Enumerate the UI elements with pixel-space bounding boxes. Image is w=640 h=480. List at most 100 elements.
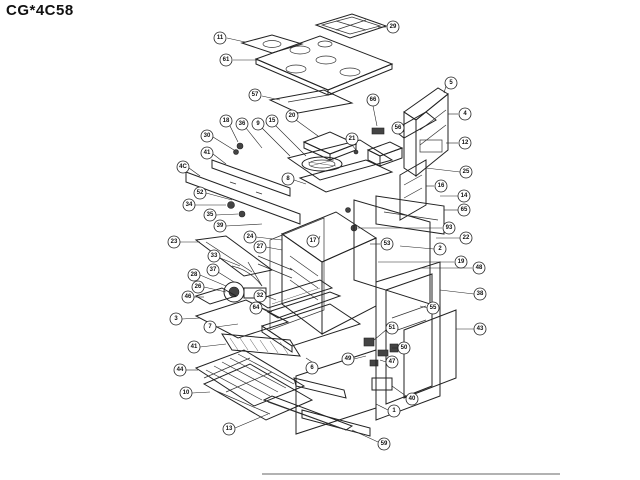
callout-23[interactable]: 23 (167, 235, 200, 249)
callout-36[interactable]: 36 (235, 117, 263, 149)
callout-9[interactable]: 9 (251, 117, 291, 157)
callout-8[interactable]: 8 (281, 172, 307, 186)
callout-53[interactable]: 53 (370, 237, 394, 251)
callout-label: 13 (226, 426, 233, 432)
callout-label: 65 (461, 207, 468, 213)
callout-5[interactable]: 5 (443, 76, 458, 94)
callout-label: 3 (174, 316, 178, 322)
broil-pan (194, 235, 274, 277)
backguard-assembly (393, 87, 449, 221)
callout-10[interactable]: 10 (179, 386, 211, 400)
callout-50[interactable]: 50 (392, 341, 411, 355)
callout-38[interactable]: 38 (439, 287, 487, 301)
callout-7[interactable]: 7 (203, 320, 239, 334)
callout-64[interactable]: 64 (249, 301, 273, 315)
callout-28[interactable]: 28 (187, 268, 227, 287)
kick-vent (221, 333, 301, 357)
callout-51[interactable]: 51 (373, 321, 399, 341)
callout-2[interactable]: 2 (399, 242, 447, 256)
callout-label: 7 (208, 324, 212, 330)
callout-label: 20 (289, 113, 296, 119)
callout-44[interactable]: 44 (173, 363, 198, 377)
callout-27[interactable]: 27 (253, 240, 283, 254)
callout-label: 44 (177, 367, 184, 373)
callout-label: 51 (389, 325, 396, 331)
callout-label: 15 (269, 118, 276, 124)
callout-49[interactable]: 49 (341, 352, 367, 366)
callout-label: 49 (345, 356, 352, 362)
callout-label: 25 (463, 169, 470, 175)
callout-label: 41 (191, 344, 198, 350)
callout-label: 27 (257, 244, 264, 250)
callout-16[interactable]: 16 (426, 179, 448, 193)
callout-14[interactable]: 14 (440, 189, 471, 203)
callout-label: 38 (477, 291, 484, 297)
callout-3[interactable]: 3 (169, 312, 201, 326)
callout-41-bottom[interactable]: 41 (187, 340, 227, 354)
callout-label: 2 (438, 246, 442, 252)
callout-label: 32 (257, 293, 264, 299)
callout-56[interactable]: 56 (391, 121, 405, 135)
callout-65[interactable]: 65 (444, 203, 471, 217)
callout-22[interactable]: 22 (436, 231, 473, 245)
callout-label: 29 (390, 24, 397, 30)
callout-43[interactable]: 43 (456, 322, 487, 336)
callout-26[interactable]: 26 (191, 280, 227, 294)
callout-57[interactable]: 57 (248, 88, 281, 102)
callout-35[interactable]: 35 (203, 208, 239, 222)
callout-33[interactable]: 33 (207, 249, 241, 267)
callout-40[interactable]: 40 (391, 385, 419, 406)
callout-12[interactable]: 12 (446, 136, 472, 150)
part-drawings (185, 13, 560, 475)
callout-66[interactable]: 66 (366, 93, 380, 127)
callout-label: 52 (197, 190, 204, 196)
callout-34[interactable]: 34 (182, 198, 226, 212)
callout-label: 56 (395, 125, 402, 131)
callout-93[interactable]: 93 (358, 221, 456, 235)
callout-label: 57 (252, 92, 259, 98)
callout-label: 64 (253, 305, 260, 311)
kick-bar (262, 395, 354, 431)
callout-46[interactable]: 46 (181, 290, 204, 304)
callout-label: 40 (409, 396, 416, 402)
callout-label: 30 (204, 133, 211, 139)
callout-61[interactable]: 61 (219, 53, 258, 67)
callout-29[interactable]: 29 (378, 20, 400, 34)
callout-label: 26 (195, 284, 202, 290)
diagram-title: CG*4C58 (6, 2, 74, 19)
callout-25[interactable]: 25 (425, 165, 473, 179)
callout-18[interactable]: 18 (219, 114, 239, 143)
callout-59[interactable]: 59 (351, 429, 391, 451)
callout-label: 48 (476, 265, 483, 271)
callout-11[interactable]: 11 (213, 31, 246, 45)
callout-19[interactable]: 19 (378, 255, 468, 269)
callout-52[interactable]: 52 (193, 186, 233, 201)
callout-label: 36 (239, 121, 246, 127)
callout-label: 8 (286, 176, 290, 182)
callout-37[interactable]: 37 (206, 263, 235, 283)
callout-6[interactable]: 6 (305, 357, 319, 375)
callout-label: 14 (461, 193, 468, 199)
callout-39[interactable]: 39 (213, 219, 263, 233)
callout-48[interactable]: 48 (420, 261, 486, 275)
callout-41-top[interactable]: 41 (200, 146, 227, 165)
callout-13[interactable]: 13 (222, 413, 269, 436)
callout-32[interactable]: 32 (253, 289, 277, 303)
callout-21[interactable]: 21 (345, 132, 359, 151)
callout-label: 41 (204, 150, 211, 156)
callout-20[interactable]: 20 (285, 109, 319, 137)
cooktop (254, 35, 394, 96)
callout-15[interactable]: 15 (265, 114, 307, 157)
callout-4c[interactable]: 4C (176, 160, 201, 177)
callout-47[interactable]: 47 (379, 355, 399, 369)
callout-1[interactable]: 1 (375, 403, 401, 418)
callout-55[interactable]: 55 (419, 301, 440, 315)
callout-4[interactable]: 4 (448, 107, 472, 121)
callout-label: 12 (462, 140, 469, 146)
callout-17[interactable]: 17 (306, 234, 321, 248)
callout-label: 34 (186, 202, 193, 208)
callout-24[interactable]: 24 (243, 230, 283, 244)
callout-label: 1 (392, 408, 396, 414)
callout-30[interactable]: 30 (200, 129, 235, 151)
callout-label: 47 (389, 359, 396, 365)
